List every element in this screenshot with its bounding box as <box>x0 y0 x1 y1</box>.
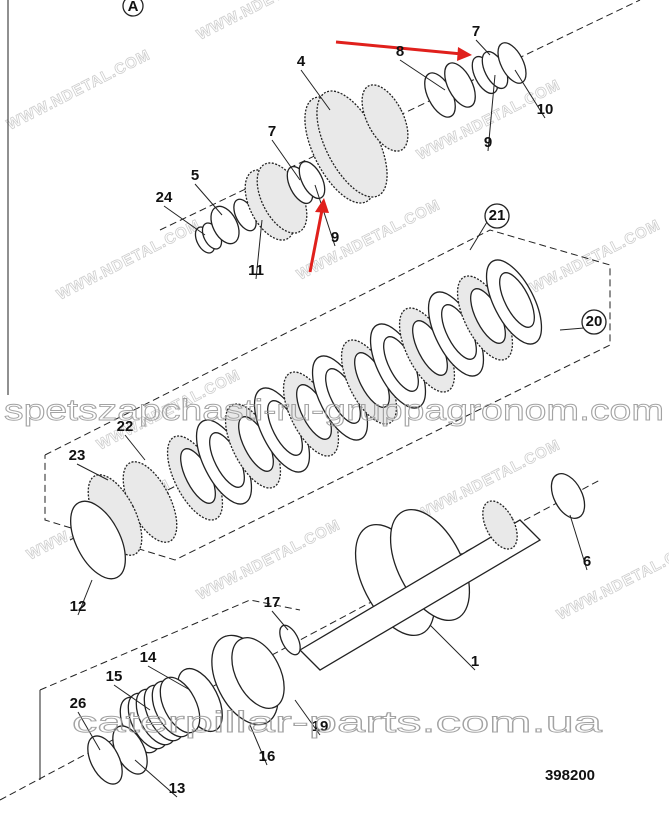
leader-9b <box>314 184 336 247</box>
callout-4: 4 <box>297 53 306 70</box>
leader-4 <box>300 69 331 111</box>
callout-20: 20 <box>586 313 603 330</box>
shaft-spline-4 <box>361 84 409 152</box>
callout-5: 5 <box>191 167 199 184</box>
view-marker-circle <box>122 0 144 17</box>
callout-16: 16 <box>259 748 276 765</box>
leader-1 <box>429 624 476 671</box>
callout-12: 12 <box>70 598 87 615</box>
leader-6 <box>569 514 588 571</box>
leader-7b <box>271 139 301 181</box>
leader-lines <box>76 39 588 798</box>
leader-11 <box>255 219 263 280</box>
red-arrow-top-head <box>457 47 472 61</box>
callout-14: 14 <box>140 649 157 666</box>
watermark-site: WWW.NDETAL.COM <box>514 216 663 303</box>
callout-6: 6 <box>583 553 591 570</box>
callout-7a: 7 <box>472 23 480 40</box>
leader-21 <box>469 221 488 251</box>
leader-5 <box>194 183 223 216</box>
highlight-arrows <box>308 40 472 273</box>
leader-8 <box>399 59 446 91</box>
callout-circle-20 <box>581 309 607 335</box>
callout-24: 24 <box>156 189 173 206</box>
red-arrow-middle-head <box>315 198 329 213</box>
callout-7b: 7 <box>268 123 276 140</box>
plate-bore <box>499 272 535 328</box>
leader-17 <box>271 610 289 631</box>
callout-15: 15 <box>106 668 123 685</box>
ring-9 <box>298 160 326 200</box>
leader-15 <box>113 684 151 711</box>
bearing-6 <box>550 473 586 519</box>
watermark-site: WWW.NDETAL.COM <box>554 536 669 623</box>
callout-11: 11 <box>248 262 264 279</box>
callout-21: 21 <box>489 207 506 224</box>
leader-19 <box>294 699 321 736</box>
watermark-site: WWW.NDETAL.COM <box>4 46 153 133</box>
drawing-number: 398200 <box>545 767 595 784</box>
callout-26: 26 <box>70 695 87 712</box>
leader-9a <box>487 74 496 152</box>
shaft-gear-1 <box>482 500 518 550</box>
bearing-5 <box>210 205 240 245</box>
spring-15 <box>159 676 201 734</box>
clutch-pack-frame <box>44 229 611 561</box>
callout-23: 23 <box>69 447 86 464</box>
plate-22 <box>122 461 178 543</box>
callout-circle-21 <box>484 203 510 229</box>
snap-ring-12 <box>70 500 126 580</box>
callout-labels: 7 8 4 10 9 7 5 24 9 11 21 20 22 23 12 6 17 1 14 15 26 16 19 13 <box>69 23 603 797</box>
leader-23 <box>76 463 109 481</box>
washer-10 <box>497 42 527 84</box>
plate-23 <box>87 474 143 556</box>
red-arrow-middle <box>308 209 324 273</box>
leader-16 <box>249 724 268 766</box>
callout-13: 13 <box>169 780 186 797</box>
watermark-overlay-2: caterpillar-parts.com.ua <box>72 706 603 739</box>
leader-20 <box>559 327 585 331</box>
callout-9a: 9 <box>484 134 492 151</box>
watermark-site: WWW.NDETAL.COM <box>194 516 343 603</box>
callout-22: 22 <box>117 418 134 435</box>
callout-9b: 9 <box>331 229 339 246</box>
bearing-8b <box>444 62 476 108</box>
watermark-site: WWW.NDETAL.COM <box>54 216 203 303</box>
leader-14 <box>147 665 191 691</box>
leader-24 <box>163 205 206 236</box>
snap-ring-26 <box>87 735 123 785</box>
watermark-site: WWW.NDETAL.COM <box>194 0 343 44</box>
leader-12 <box>77 579 93 616</box>
callout-17: 17 <box>264 594 281 611</box>
leader-7a <box>475 39 491 56</box>
parts <box>70 42 586 785</box>
leader-13 <box>134 759 178 798</box>
leader-26 <box>77 711 101 751</box>
leader-10 <box>514 69 546 119</box>
callout-8: 8 <box>396 43 404 60</box>
piston-inner <box>231 637 285 709</box>
view-marker: A <box>128 0 139 15</box>
callout-1: 1 <box>471 653 479 670</box>
shaft-1 <box>298 519 542 671</box>
watermark-overlay-1: spetszapchasti-ru-gruppagronom.com <box>4 394 664 427</box>
callout-19: 19 <box>312 718 329 735</box>
callout-10: 10 <box>537 101 554 118</box>
leader-22 <box>124 434 146 461</box>
seal-17 <box>279 624 301 656</box>
red-arrow-top <box>335 40 463 56</box>
